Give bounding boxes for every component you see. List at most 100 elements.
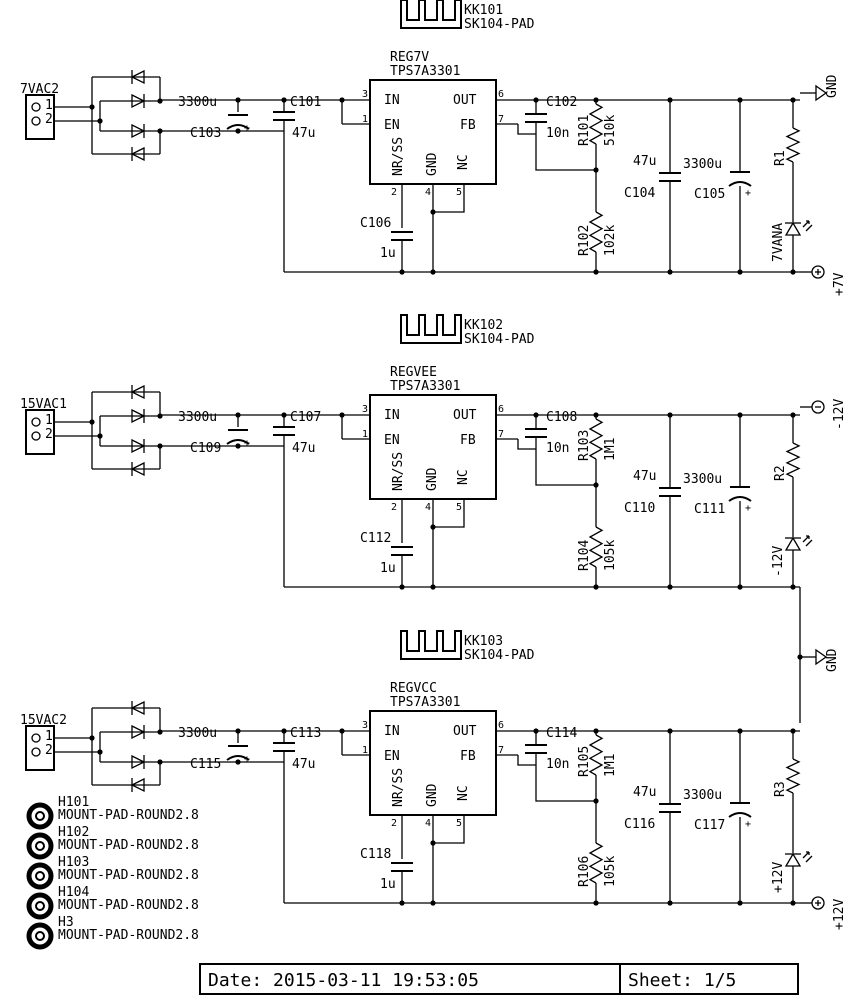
regulator-value: TPS7A3301 xyxy=(390,379,460,394)
mount-pad-ref: H104 xyxy=(58,885,89,900)
pin-gnd: GND xyxy=(425,152,440,176)
pin-num-en: 1 xyxy=(362,114,368,125)
ff-cap-ref: C114 xyxy=(546,726,577,741)
pin-in: IN xyxy=(384,408,400,423)
heatsink-ref: KK101 xyxy=(464,3,503,18)
input-cap-value: 47u xyxy=(292,757,315,772)
led-resistor-ref: R1 xyxy=(773,150,788,166)
title-block: Date: 2015-03-11 19:53:05 Sheet: 1/5 xyxy=(199,963,799,995)
pin-gnd: GND xyxy=(425,783,440,807)
pin-gnd: GND xyxy=(425,467,440,491)
bulk-cap-ref: C109 xyxy=(190,441,221,456)
bulk-out-cap-value: 3300u xyxy=(683,157,722,172)
led-label: 7VANA xyxy=(771,223,786,262)
pin-num-nr: 2 xyxy=(391,502,397,513)
stage-2: 15VAC1123300uC109+C10747uREGVEETPS7A3301… xyxy=(20,314,813,590)
heatsink-value: SK104-PAD xyxy=(464,648,535,663)
rtop-ref: R103 xyxy=(577,430,592,461)
ff-cap-ref: C102 xyxy=(546,95,577,110)
pin-num-nr: 2 xyxy=(391,818,397,829)
mount-pad-ref: H103 xyxy=(58,855,89,870)
input-cap-ref: C101 xyxy=(290,95,321,110)
connector-label: 7VAC2 xyxy=(20,82,59,97)
bulk-cap-plus: + xyxy=(244,123,250,134)
bulk-out-cap-ref: C105 xyxy=(694,187,725,202)
title-sheet: Sheet: 1/5 xyxy=(628,970,736,991)
nr-cap-value: 1u xyxy=(380,877,396,892)
pin-num-nc: 5 xyxy=(456,818,462,829)
pin-nr: NR/SS xyxy=(391,452,406,491)
title-date: Date: 2015-03-11 19:53:05 xyxy=(208,970,479,991)
bulk-cap-plus: + xyxy=(244,754,250,765)
input-cap-value: 47u xyxy=(292,441,315,456)
pin-out: OUT xyxy=(453,93,477,108)
pin-in: IN xyxy=(384,724,400,739)
pin-num-fb: 7 xyxy=(498,429,504,440)
rbot-value: 102k xyxy=(603,225,618,256)
rbot-ref: R104 xyxy=(577,540,592,571)
mount-pad-ref: H101 xyxy=(58,795,89,810)
rail-gnd-mid: GND xyxy=(825,648,840,672)
out-cap-value: 47u xyxy=(633,154,656,169)
bridge-rectifier xyxy=(89,69,163,162)
out-cap-value: 47u xyxy=(633,469,656,484)
pin-in: IN xyxy=(384,93,400,108)
input-cap-value: 47u xyxy=(292,126,315,141)
pin-nr: NR/SS xyxy=(391,768,406,807)
pin-fb: FB xyxy=(460,433,476,448)
pin-fb: FB xyxy=(460,118,476,133)
pin-num-fb: 7 xyxy=(498,745,504,756)
out-cap-ref: C110 xyxy=(624,501,655,516)
input-cap-ref: C113 xyxy=(290,726,321,741)
bulk-out-plus: + xyxy=(745,819,751,830)
regulator-ref: REGVEE xyxy=(390,365,437,380)
rail-gnd-top: GND xyxy=(825,74,840,98)
bulk-cap-value: 3300u xyxy=(178,410,217,425)
pin-out: OUT xyxy=(453,724,477,739)
pin-num-out: 6 xyxy=(498,404,504,415)
mount-pad-value: MOUNT-PAD-ROUND2.8 xyxy=(58,868,199,883)
bulk-out-plus: + xyxy=(745,188,751,199)
pin-fb: FB xyxy=(460,749,476,764)
pin-num-en: 1 xyxy=(362,429,368,440)
rbot-ref: R102 xyxy=(577,225,592,256)
pin-nc: NC xyxy=(456,785,471,801)
bulk-cap-ref: C115 xyxy=(190,757,221,772)
rtop-value: 1M1 xyxy=(603,754,618,777)
pin-num-en: 1 xyxy=(362,745,368,756)
pin-out: OUT xyxy=(453,408,477,423)
ff-cap-value: 10n xyxy=(546,757,569,772)
nr-cap-ref: C118 xyxy=(360,847,391,862)
led-resistor-ref: R2 xyxy=(773,465,788,481)
pin-num-nr: 2 xyxy=(391,187,397,198)
bulk-out-cap-ref: C117 xyxy=(694,818,725,833)
pin-en: EN xyxy=(384,749,400,764)
bulk-out-cap-value: 3300u xyxy=(683,472,722,487)
rbot-ref: R106 xyxy=(577,856,592,887)
pin-1: 1 xyxy=(45,98,53,113)
pin-nr: NR/SS xyxy=(391,137,406,176)
mount-pad-ref: H3 xyxy=(58,915,74,930)
pin-num-gnd: 4 xyxy=(425,187,431,198)
pin-num-in: 3 xyxy=(362,404,368,415)
mount-pad-value: MOUNT-PAD-ROUND2.8 xyxy=(58,838,199,853)
heatsink-ref: KK103 xyxy=(464,634,503,649)
nr-cap-value: 1u xyxy=(380,246,396,261)
led-label: +12V xyxy=(771,862,786,893)
rail-plus12v: +12V xyxy=(832,899,847,930)
pin-1: 1 xyxy=(45,413,53,428)
regulator-value: TPS7A3301 xyxy=(390,695,460,710)
mount-pad-ref: H102 xyxy=(58,825,89,840)
mount-pad-value: MOUNT-PAD-ROUND2.8 xyxy=(58,898,199,913)
nr-cap-value: 1u xyxy=(380,561,396,576)
heatsink-value: SK104-PAD xyxy=(464,332,535,347)
bulk-out-cap-ref: C111 xyxy=(694,502,725,517)
